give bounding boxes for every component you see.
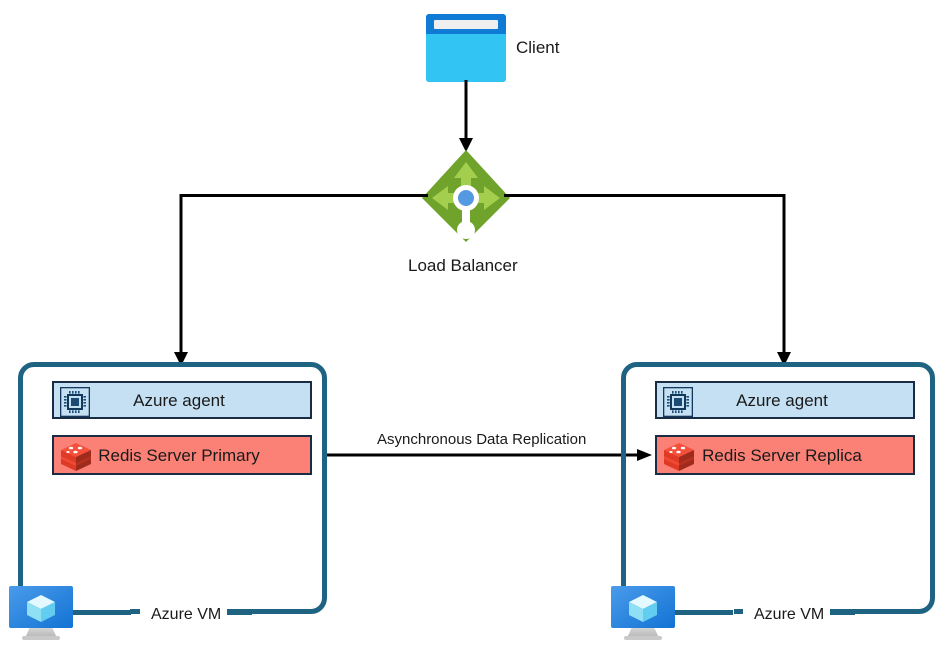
azure-vm-monitor-icon [611, 586, 675, 640]
lb-to-replica-horizontal [504, 194, 785, 197]
azure-agent-box-primary: Azure agent [52, 381, 312, 419]
lb-to-primary-arrow [174, 194, 188, 366]
lb-to-replica-arrow [777, 194, 791, 366]
azure-vm-label-primary: Azure VM [145, 607, 228, 623]
browser-body [426, 34, 506, 82]
redis-server-replica-box: Redis Server Replica [655, 435, 915, 475]
lb-to-primary-horizontal [181, 194, 428, 197]
azure-agent-label-primary: Azure agent [133, 390, 225, 410]
load-balancer-label: Load Balancer [408, 256, 518, 275]
redis-cube-icon [61, 443, 91, 471]
replication-arrow [327, 449, 652, 461]
redis-cube-icon [664, 443, 694, 471]
client-to-lb-arrow [459, 80, 473, 152]
cpu-chip-icon [60, 387, 90, 417]
redis-server-primary-box: Redis Server Primary [52, 435, 312, 475]
vm-left-connector-stub-b [224, 610, 252, 615]
browser-titlebar [426, 14, 506, 34]
redis-server-primary-label: Redis Server Primary [98, 445, 260, 465]
client-label: Client [516, 38, 560, 57]
azure-vm-monitor-icon [9, 586, 73, 640]
browser-address-bar [434, 20, 498, 29]
azure-agent-box-replica: Azure agent [655, 381, 915, 419]
azure-agent-label-replica: Azure agent [736, 390, 828, 410]
vm-right-connector-stub-a [675, 610, 733, 615]
azure-vm-label-replica: Azure VM [748, 607, 831, 623]
load-balancer-diamond-icon [422, 150, 510, 242]
vm-left-connector-stub-a [73, 610, 131, 615]
redis-server-replica-label: Redis Server Replica [702, 445, 862, 465]
cpu-chip-icon [663, 387, 693, 417]
replication-label: Asynchronous Data Replication [377, 431, 587, 448]
vm-right-connector-stub-b [827, 610, 855, 615]
browser-window-icon [426, 14, 506, 82]
